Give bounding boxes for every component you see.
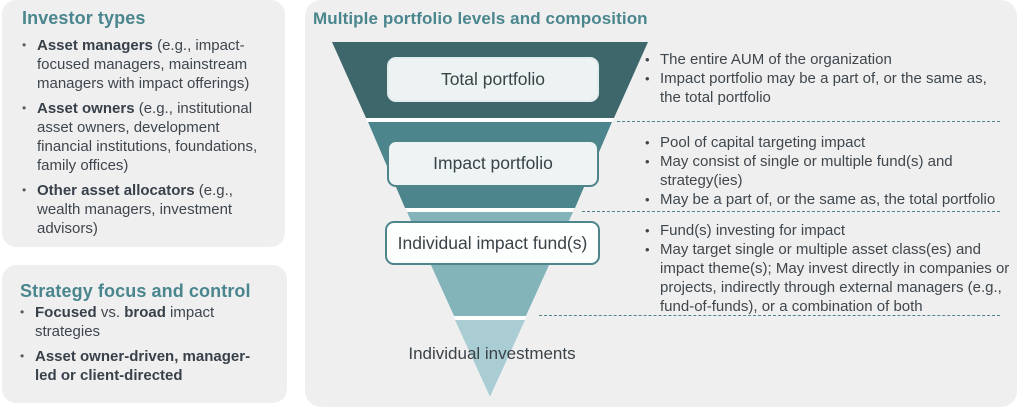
bullet-text: Other asset allocators (e.g., wealth man… [37,182,233,237]
bullet-marker: • [645,135,650,150]
card-strategy-focus [2,265,287,403]
bullet-marker: • [20,305,25,319]
dashed-divider [582,211,1000,212]
investor-types-bullets: • Asset managers (e.g., impact-focused m… [22,36,276,244]
bullet-item: • Fund(s) investing for impact [645,221,1012,240]
annotation-group-impact-portfolio: • Pool of capital targeting impact • May… [645,133,1012,209]
bullet-text: Focused vs. broad impact strategies [35,304,215,340]
bullet-marker: • [645,192,650,207]
funnel-level-2-label: Impact portfolio [387,140,599,187]
bullet-item: • Focused vs. broad impact strategies [20,303,278,341]
bullet-item: • May be a part of, or the same as, the … [645,190,1012,209]
bullet-marker: • [645,52,650,67]
bullet-item: • Other asset allocators (e.g., wealth m… [22,181,276,238]
funnel-level-3-label: Individual impact fund(s) [385,221,600,265]
bullet-item: • The entire AUM of the organization [645,50,1012,69]
bullet-text: Asset owners (e.g., institutional asset … [37,100,258,174]
bullet-item: • Impact portfolio may be a part of, or … [645,69,1012,107]
annotation-group-impact-funds: • Fund(s) investing for impact • May tar… [645,221,1012,316]
bullet-text: The entire AUM of the organization [660,51,892,68]
bullet-marker: • [22,38,27,52]
bullet-item: • Asset owner-driven, manager-led or cli… [20,347,278,385]
bullet-item: • May consist of single or multiple fund… [645,152,1012,190]
bullet-text: May be a part of, or the same as, the to… [660,191,996,208]
dashed-divider [617,121,1000,122]
bullet-text: May target single or multiple asset clas… [660,241,1010,315]
bullet-text: Pool of capital targeting impact [660,134,866,151]
bullet-item: • Pool of capital targeting impact [645,133,1012,152]
card-investor-types [2,0,285,247]
strategy-bullets: • Focused vs. broad impact strategies • … [20,303,278,391]
bullet-text: Fund(s) investing for impact [660,222,846,239]
bullet-text: Asset managers (e.g., impact-focused man… [37,37,250,92]
annotation-group-total-portfolio: • The entire AUM of the organization • I… [645,50,1012,107]
bullet-item: • Asset owners (e.g., institutional asse… [22,99,276,175]
bullet-item: • May target single or multiple asset cl… [645,240,1012,316]
bullet-marker: • [645,71,650,86]
bullet-item: • Asset managers (e.g., impact-focused m… [22,36,276,93]
bullet-marker: • [645,223,650,238]
funnel-level-1-label: Total portfolio [387,57,599,102]
bullet-text: May consist of single or multiple fund(s… [660,153,953,189]
investor-types-title: Investor types [22,8,146,28]
funnel-level-4-label: Individual investments [408,344,576,363]
bullet-marker: • [645,154,650,169]
bullet-text: Impact portfolio may be a part of, or th… [660,70,987,106]
bullet-marker: • [645,242,650,257]
strategy-title: Strategy focus and control [20,281,251,301]
bullet-marker: • [22,101,27,115]
main-title: Multiple portfolio levels and compositio… [313,9,648,28]
bullet-text: Asset owner-driven, manager-led or clien… [35,348,251,384]
bullet-marker: • [22,183,27,197]
dashed-divider [539,315,1000,316]
bullet-marker: • [20,349,25,363]
